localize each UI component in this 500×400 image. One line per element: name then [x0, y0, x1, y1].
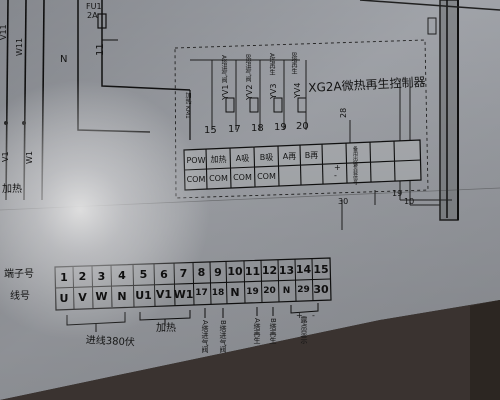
- terminal-number-cell: 9: [214, 265, 222, 279]
- terminal-number-cell: 4: [118, 269, 126, 283]
- fuse-label: FU1: [86, 2, 102, 11]
- terminal-number-cell: 1: [60, 271, 68, 284]
- terminal-number-cell: 12: [261, 264, 278, 278]
- coil-yv2: YV2: [245, 84, 254, 100]
- ctrl-cell-com-4: COM: [257, 172, 276, 181]
- bottom-label-b-intake: B塔进气阀: [219, 320, 227, 353]
- contact-label-b-intake: B塔进气阀: [244, 54, 251, 83]
- ctrl-plus: +: [334, 163, 341, 172]
- terminal-number-cell: 2: [78, 270, 87, 284]
- ctrl-num-19: 19: [392, 189, 403, 198]
- wire-n-label: N: [60, 54, 68, 65]
- terminal-header-label: 端子号: [4, 269, 34, 280]
- terminal-number-cell: 5: [139, 268, 148, 282]
- terminal-code-cell: N: [230, 285, 240, 299]
- terminal-code-cell: U: [59, 291, 69, 305]
- contact-label-a-intake: A塔进气阀: [220, 55, 227, 84]
- terminal-code-cell: N: [282, 285, 291, 296]
- coil-yv1: YV1: [221, 84, 230, 100]
- terminal-num-20: 20: [296, 121, 309, 132]
- bottom-label-a-intake: A塔进气阀: [201, 320, 209, 353]
- terminal-code-cell: 20: [263, 286, 276, 297]
- coil-yv4: YV4: [293, 82, 302, 98]
- label-w1: W1: [25, 151, 34, 164]
- terminal-code-cell: 19: [246, 286, 259, 297]
- terminal-num-19: 19: [274, 122, 287, 133]
- terminal-num-18: 18: [251, 123, 264, 134]
- ctrl-cell-com-3: COM: [233, 173, 252, 182]
- terminal-code-cell: N: [117, 289, 127, 303]
- contact-label-b-regen: B塔再生: [290, 52, 297, 75]
- ctrl-cell-b-suck: B吸: [259, 153, 274, 162]
- terminal-num-17: 17: [228, 124, 241, 135]
- coil-yv3: YV3: [269, 83, 278, 99]
- contact-label-km1: 加热 KM1: [184, 92, 191, 119]
- terminal-number-cell: 8: [197, 266, 206, 280]
- terminal-code-cell: U1: [135, 288, 152, 302]
- ctrl-cell-pow: POW: [186, 156, 206, 165]
- terminal-number-cell: 3: [97, 269, 106, 283]
- terminal-number-cell: 10: [227, 265, 243, 279]
- terminal-code-cell: V1: [155, 288, 173, 302]
- ctrl-cell-b-regen: B再: [304, 151, 319, 160]
- terminal-code-cell: W1: [173, 287, 194, 301]
- terminal-code-cell: 30: [313, 283, 329, 297]
- terminal-number-cell: 13: [278, 263, 295, 277]
- terminal-code-cell: 18: [211, 287, 225, 298]
- left-heating-label: 加热: [2, 184, 22, 195]
- ctrl-cell-com-2: COM: [209, 174, 228, 183]
- bottom-label-dewpoint: 露点显示: [300, 316, 308, 344]
- contact-label-a-regen: A塔再生: [268, 53, 275, 76]
- wire-11-label: 11: [95, 43, 106, 56]
- ctrl-num-28: 28: [339, 107, 348, 118]
- strip-minus: -: [312, 311, 315, 320]
- bottom-label-a-regen: A塔再生: [253, 318, 261, 344]
- terminal-number-cell: 7: [179, 267, 188, 281]
- ctrl-minus: -: [334, 171, 337, 180]
- ctrl-cell-a-suck: A吸: [235, 154, 250, 163]
- terminal-number-cell: 14: [295, 263, 312, 277]
- strip-plus: +: [296, 311, 303, 320]
- label-v1: V1: [1, 151, 10, 162]
- label-v11: V11: [0, 24, 8, 40]
- terminal-code-cell: 29: [297, 285, 310, 296]
- terminal-number-cell: 11: [244, 264, 261, 278]
- fuse-rating: 2A: [87, 11, 98, 20]
- terminal-number-cell: 15: [313, 262, 329, 276]
- terminal-code-cell: 17: [195, 288, 208, 299]
- terminal-code-cell: W: [95, 290, 108, 304]
- ctrl-cell-a-regen: A再: [282, 152, 297, 161]
- terminal-num-15: 15: [204, 125, 217, 136]
- bottom-label-heating: 加热: [156, 323, 176, 334]
- ctrl-label-spare-output: 备用出输: [352, 146, 358, 166]
- ctrl-cell-com-1: COM: [186, 175, 206, 184]
- terminal-number-cell: 6: [160, 267, 168, 281]
- ctrl-num-30: 30: [338, 197, 349, 206]
- ctrl-num-10: 10: [404, 197, 415, 206]
- ctrl-label-load-signal: 负载信号: [352, 165, 358, 185]
- label-w11: W11: [15, 37, 24, 56]
- bottom-label-b-regen: B塔再生: [269, 318, 277, 344]
- ctrl-cell-heat: 加热: [210, 155, 227, 164]
- wire-number-label: 线号: [10, 291, 30, 302]
- terminal-code-cell: V: [78, 290, 87, 304]
